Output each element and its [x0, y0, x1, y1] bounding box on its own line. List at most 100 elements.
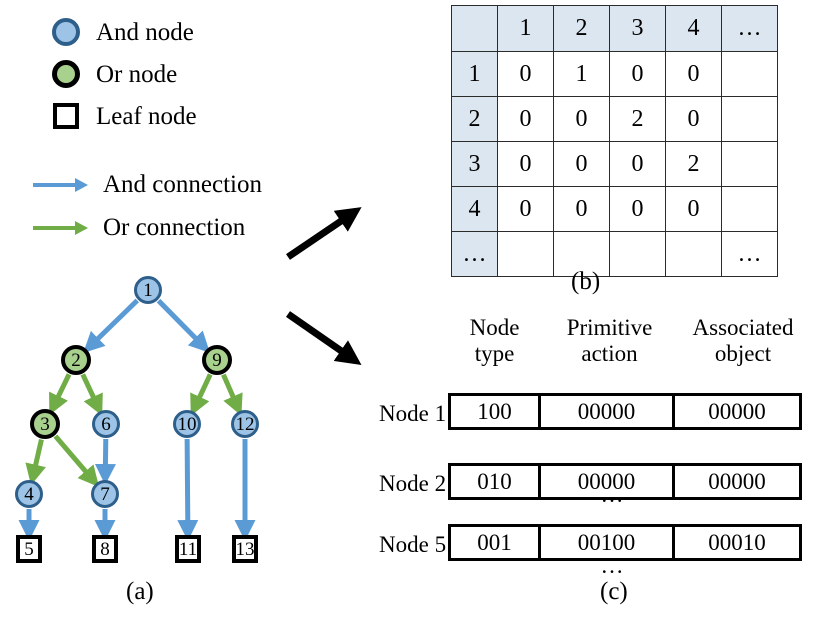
tree-node-11[interactable]: 11	[175, 535, 201, 563]
tree-node-3[interactable]: 3	[30, 409, 60, 439]
matrix-cell-2-1: 0	[553, 141, 610, 187]
vector-column-header-node-type: Node type	[448, 315, 541, 367]
legend-label-and-node: And node	[96, 18, 194, 46]
tree-node-12[interactable]: 12	[231, 410, 259, 438]
vector-header-line1: Node	[469, 315, 520, 340]
matrix-col-header-0: 1	[497, 5, 554, 52]
matrix-col-header-1: 2	[553, 5, 610, 52]
matrix-cell-3-1: 0	[553, 186, 610, 232]
tree-node-9[interactable]: 9	[202, 345, 232, 375]
vector-column-header-primitive-action: Primitive action	[541, 315, 678, 367]
panel-label-c: (c)	[600, 578, 628, 605]
matrix-cell-4-0	[497, 231, 554, 277]
and-connection-icon	[33, 177, 91, 192]
tree-edge-2-3	[49, 373, 72, 416]
or-node-icon	[52, 60, 80, 88]
tree-node-10[interactable]: 10	[173, 410, 201, 438]
matrix-row-header-1: 2	[451, 96, 498, 142]
legend-label-and-connection: And connection	[103, 171, 262, 198]
vector-ellipsis-1: …	[600, 482, 626, 507]
vector-column-header-associated-object: Associated object	[678, 315, 808, 367]
arrow-to-vectors	[286, 311, 362, 365]
vector-row-label-1: Node 2	[379, 471, 447, 496]
matrix-cell-4-2	[609, 231, 666, 277]
matrix-cell-1-4	[721, 96, 778, 142]
vector-cell-2-1: 00100	[538, 524, 675, 561]
vector-cell-2-0: 001	[448, 524, 541, 561]
matrix-cell-3-4	[721, 186, 778, 232]
legend-label-leaf-node: Leaf node	[96, 102, 197, 130]
tree-edge-1-2	[83, 298, 139, 354]
vector-cell-1-2: 00000	[672, 463, 802, 500]
panel-label-b: (b)	[571, 268, 601, 295]
tree-edge-2-6	[80, 373, 103, 416]
legend-label-or-node: Or node	[96, 60, 178, 88]
tree-node-8[interactable]: 8	[92, 535, 118, 563]
matrix-cell-2-4	[721, 141, 778, 187]
legend-item-or-connection: Or connection	[33, 215, 245, 240]
tree-edge-10-11	[177, 438, 199, 542]
matrix-cell-2-3: 2	[665, 141, 722, 187]
vector-cell-1-0: 010	[448, 463, 541, 500]
vector-header-line2: action	[581, 340, 638, 366]
vector-header-line1: Primitive	[566, 315, 653, 340]
matrix-cell-1-1: 0	[553, 96, 610, 142]
or-connection-icon	[33, 220, 91, 235]
matrix-cell-1-2: 2	[609, 96, 666, 142]
matrix-cell-0-2: 0	[609, 51, 666, 97]
matrix-cell-3-0: 0	[497, 186, 554, 232]
matrix-cell-0-3: 0	[665, 51, 722, 97]
tree-node-2[interactable]: 2	[61, 345, 91, 375]
matrix-cell-0-0: 0	[497, 51, 554, 97]
matrix-row-header-4: …	[451, 231, 498, 277]
tree-edge-3-4	[25, 439, 46, 486]
matrix-cell-3-2: 0	[609, 186, 666, 232]
matrix-corner-cell	[451, 5, 498, 52]
matrix-cell-4-1	[553, 231, 610, 277]
panel-label-a: (a)	[126, 578, 154, 605]
tree-edge-6-7	[94, 438, 116, 486]
legend-item-and-connection: And connection	[33, 172, 262, 197]
vector-header-line2: type	[474, 340, 515, 366]
legend-item-leaf-node: Leaf node	[53, 103, 197, 129]
matrix-col-header-4: …	[721, 5, 778, 52]
vector-row-label-0: Node 1	[379, 401, 447, 426]
matrix-cell-4-3	[665, 231, 722, 277]
vector-cell-0-2: 00000	[672, 393, 802, 430]
legend-item-or-node: Or node	[52, 60, 177, 88]
leaf-node-icon	[53, 103, 79, 129]
tree-edges	[18, 298, 256, 542]
tree-node-1[interactable]: 1	[134, 276, 162, 304]
matrix-cell-1-3: 0	[665, 96, 722, 142]
vector-row-label-2: Node 5	[379, 532, 447, 557]
tree-node-13[interactable]: 13	[232, 535, 258, 563]
tree-edge-3-7	[53, 434, 100, 488]
vector-header-line1: Associated	[692, 315, 794, 340]
matrix-row-header-0: 1	[451, 51, 498, 97]
vector-ellipsis-2: …	[600, 553, 626, 578]
tree-node-6[interactable]: 6	[92, 410, 120, 438]
tree-edge-9-10	[190, 373, 213, 416]
tree-node-4[interactable]: 4	[15, 480, 43, 508]
matrix-cell-4-4: …	[721, 231, 778, 277]
matrix-row-header-3: 4	[451, 186, 498, 232]
matrix-cell-2-2: 0	[609, 141, 666, 187]
tree-node-5[interactable]: 5	[16, 535, 42, 563]
vector-cell-0-0: 100	[448, 393, 541, 430]
tree-node-7[interactable]: 7	[91, 480, 119, 508]
tree-edge-1-9	[156, 298, 210, 353]
vector-header-line2: object	[714, 340, 772, 366]
legend-item-and-node: And node	[52, 18, 194, 46]
matrix-cell-0-4	[721, 51, 778, 97]
matrix-row: ……	[451, 231, 778, 277]
matrix-col-header-3: 4	[665, 5, 722, 52]
